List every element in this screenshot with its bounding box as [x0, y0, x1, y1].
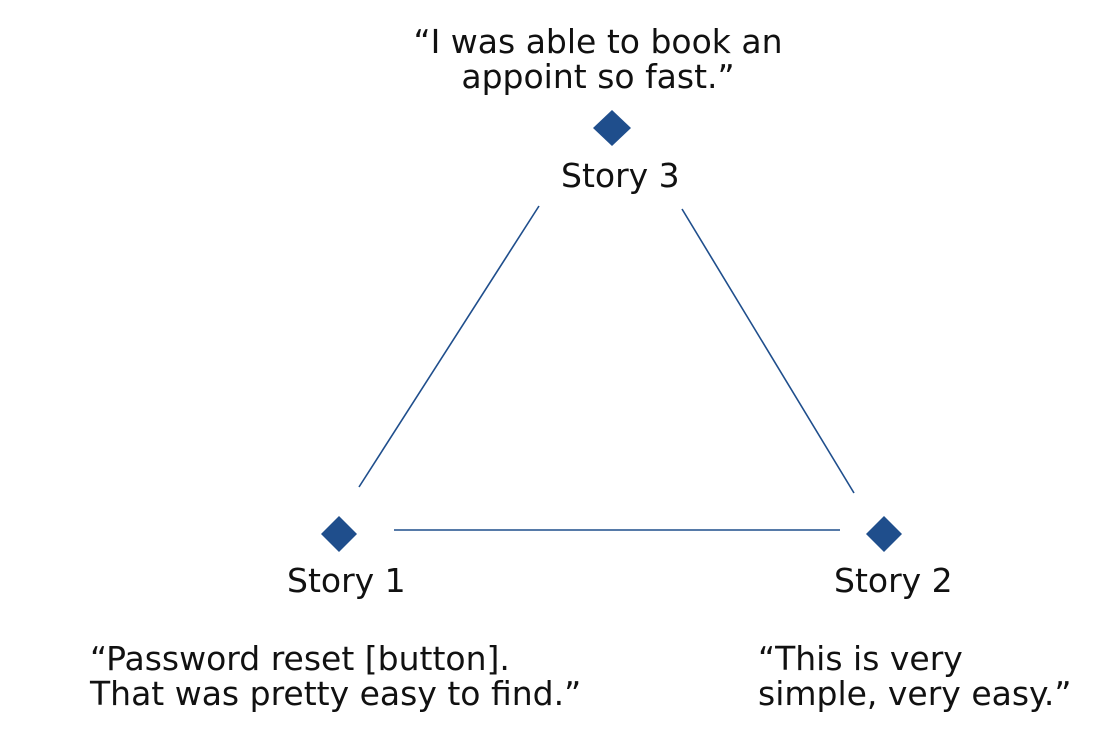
- story-3-quote-line-2: appoint so fast.”: [461, 57, 735, 96]
- story-2-quote-line-1: “This is very: [758, 639, 963, 678]
- story-3-label: Story 3: [561, 156, 680, 195]
- edge-story3-story2: [681, 208, 855, 494]
- edge-story1-story3: [358, 205, 540, 488]
- story-1-label: Story 1: [287, 561, 406, 600]
- story-2-label: Story 2: [834, 561, 953, 600]
- story-3-quote-line-1: “I was able to book an: [413, 22, 783, 61]
- story-1-quote: “Password reset [button]. That was prett…: [90, 641, 581, 711]
- story-3-diamond-icon: [593, 110, 631, 146]
- story-2-diamond-icon: [866, 516, 902, 552]
- story-2-quote-line-2: simple, very easy.”: [758, 674, 1072, 713]
- story-1-quote-line-2: That was pretty easy to find.”: [90, 674, 582, 713]
- story-1-diamond-icon: [321, 516, 357, 552]
- story-3-quote: “I was able to book an appoint so fast.”: [393, 24, 803, 94]
- story-2-quote: “This is very simple, very easy.”: [758, 641, 1071, 711]
- story-1-quote-line-1: “Password reset [button].: [90, 639, 510, 678]
